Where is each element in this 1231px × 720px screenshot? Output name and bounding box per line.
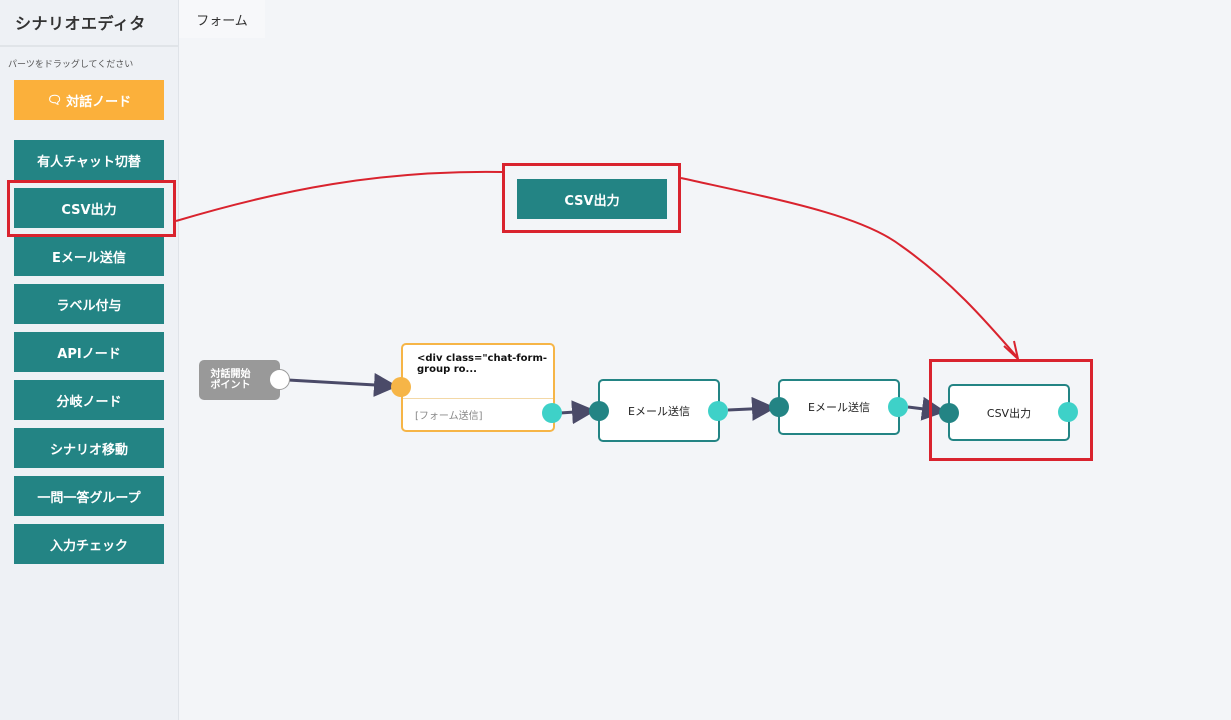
sidebar: シナリオエディタ パーツをドラッグしてください 🗨 対話ノード 有人チャット切替… bbox=[0, 0, 179, 720]
palette-human-chat-button[interactable]: 有人チャット切替 bbox=[14, 140, 164, 180]
palette-dialog-node-button[interactable]: 🗨 対話ノード bbox=[14, 80, 164, 120]
edge-form-to-email1 bbox=[559, 400, 596, 425]
tab-form[interactable]: フォーム bbox=[179, 0, 265, 38]
sidebar-divider bbox=[0, 45, 178, 47]
email-node-1-output-port[interactable] bbox=[708, 401, 728, 421]
form-node[interactable]: <div class="chat-form-group ro... [フォーム送… bbox=[401, 343, 555, 432]
palette-input-check-button[interactable]: 入力チェック bbox=[14, 524, 164, 564]
app-title: シナリオエディタ bbox=[15, 14, 146, 33]
chat-bubbles-icon: 🗨 bbox=[46, 93, 63, 107]
palette-branch-node-button[interactable]: 分岐ノード bbox=[14, 380, 164, 420]
highlight-box-palette-csv bbox=[7, 180, 176, 237]
csv-output-node[interactable]: CSV出力 bbox=[948, 384, 1070, 441]
csv-node-output-port[interactable] bbox=[1058, 402, 1078, 422]
form-output-port[interactable] bbox=[542, 403, 562, 423]
form-node-label: [フォーム送信] bbox=[415, 411, 483, 422]
edge-start-to-form bbox=[287, 372, 398, 397]
palette-api-node-button[interactable]: APIノード bbox=[14, 332, 164, 372]
edge-email1-to-email2 bbox=[727, 396, 776, 421]
palette-label-button[interactable]: ラベル付与 bbox=[14, 284, 164, 324]
form-input-port[interactable] bbox=[391, 377, 411, 397]
email-node-2-output-port[interactable] bbox=[888, 397, 908, 417]
edge-email2-to-csv bbox=[907, 396, 946, 421]
start-output-port[interactable] bbox=[269, 369, 290, 390]
csv-node-input-port[interactable] bbox=[939, 403, 959, 423]
palette-csv-output-button[interactable]: CSV出力 bbox=[14, 188, 164, 228]
highlight-box-dragging bbox=[502, 163, 681, 233]
palette-scenario-move-button[interactable]: シナリオ移動 bbox=[14, 428, 164, 468]
start-node[interactable]: 対話開始 ポイント bbox=[199, 360, 280, 400]
email-node-1[interactable]: Eメール送信 bbox=[598, 379, 720, 442]
form-node-divider bbox=[403, 398, 553, 399]
palette-email-button[interactable]: Eメール送信 bbox=[14, 236, 164, 276]
email-node-1-input-port[interactable] bbox=[589, 401, 609, 421]
drag-hint: パーツをドラッグしてください bbox=[8, 60, 134, 70]
email-node-2-input-port[interactable] bbox=[769, 397, 789, 417]
dragging-csv-output-button[interactable]: CSV出力 bbox=[517, 179, 667, 219]
palette-qa-group-button[interactable]: 一問一答グループ bbox=[14, 476, 164, 516]
form-node-content: <div class="chat-form-group ro... bbox=[417, 353, 548, 375]
highlight-box-csv-node bbox=[929, 359, 1093, 461]
